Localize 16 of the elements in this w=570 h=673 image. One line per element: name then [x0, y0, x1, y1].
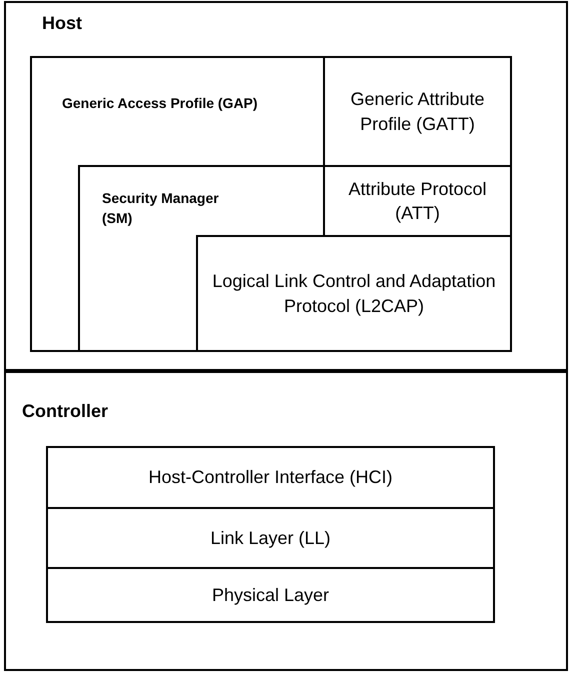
section-heading: Security Manager (SM) [102, 189, 220, 228]
layer-label: Logical Link Control and Adaptation Protocol (L2CAP) [211, 270, 497, 318]
section-heading: Host [42, 12, 83, 35]
layer-label: Generic Attribute Profile (GATT) [349, 88, 486, 136]
layer-label: Link Layer (LL) [210, 526, 331, 550]
section-heading: Controller [22, 400, 110, 423]
section-heading: Generic Access Profile (GAP) [62, 94, 259, 113]
layer-label: Host-Controller Interface (HCI) [148, 466, 393, 490]
layer-box [46, 507, 495, 569]
layer-box [46, 567, 495, 623]
layer-box [30, 56, 512, 352]
layer-box [46, 446, 495, 509]
layer-label: Physical Layer [212, 584, 330, 607]
section-box [4, 1, 568, 371]
layer-label: Attribute Protocol (ATT) [347, 178, 488, 225]
section-box [4, 371, 568, 671]
